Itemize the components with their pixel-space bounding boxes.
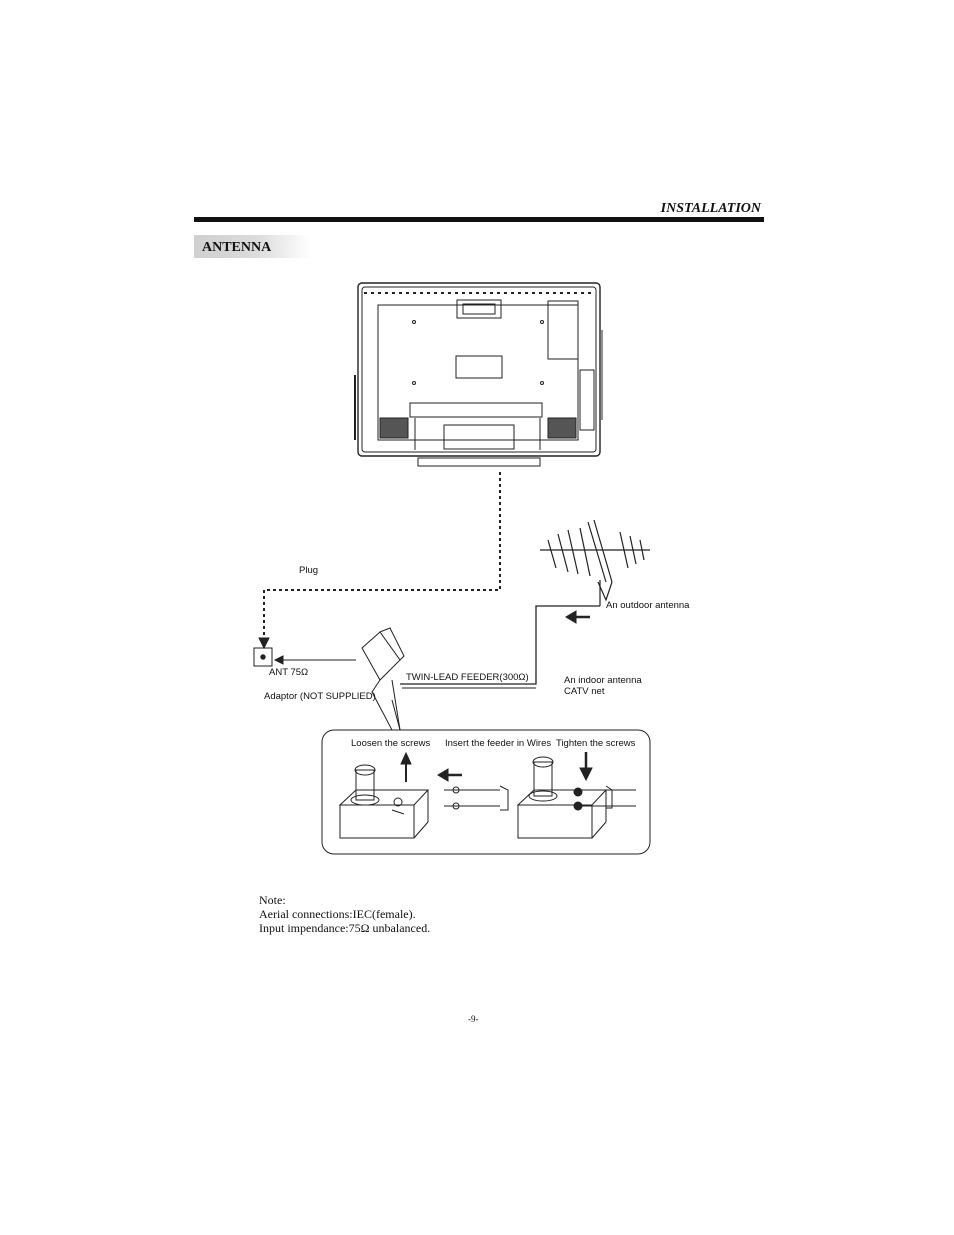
detail-panel — [321, 729, 651, 855]
header-rule — [194, 217, 764, 222]
adaptor-illustration — [361, 627, 405, 731]
label-catv-net: CATV net — [564, 686, 605, 697]
section-tab-background — [194, 235, 310, 258]
label-ant-75: ANT 75Ω — [269, 667, 309, 678]
tv-rear-illustration — [354, 282, 603, 467]
label-loosen-screws: Loosen the screws — [351, 738, 431, 749]
label-tighten-screws: Tighten the screws — [556, 738, 636, 749]
label-twin-lead-feeder: TWIN-LEAD FEEDER(300Ω) — [406, 672, 529, 683]
note-heading: Note: — [259, 893, 286, 907]
label-insert-feeder: Insert the feeder in Wires — [445, 738, 552, 749]
ant-jack — [253, 647, 273, 667]
note-block: Note: Aerial connections:IEC(female). In… — [259, 893, 430, 935]
outdoor-antenna-illustration — [540, 519, 650, 606]
label-plug: Plug — [299, 565, 319, 576]
header-section-title: INSTALLATION — [660, 201, 761, 216]
label-adaptor: Adaptor (NOT SUPPLIED) — [264, 691, 376, 702]
note-line-aerial: Aerial connections:IEC(female). — [259, 907, 416, 921]
note-line-impedance: Input impendance:75Ω unbalanced. — [259, 921, 431, 935]
label-indoor-antenna: An indoor antenna — [564, 675, 642, 686]
section-title: ANTENNA — [202, 240, 272, 255]
label-outdoor-antenna: An outdoor antenna — [606, 600, 690, 611]
connector-loose-illustration — [338, 764, 430, 839]
feeder-wires-illustration — [444, 785, 509, 811]
connector-tight-illustration — [516, 756, 636, 839]
page-number: -9- — [468, 1014, 479, 1024]
plug-lead-dashed — [263, 472, 501, 640]
